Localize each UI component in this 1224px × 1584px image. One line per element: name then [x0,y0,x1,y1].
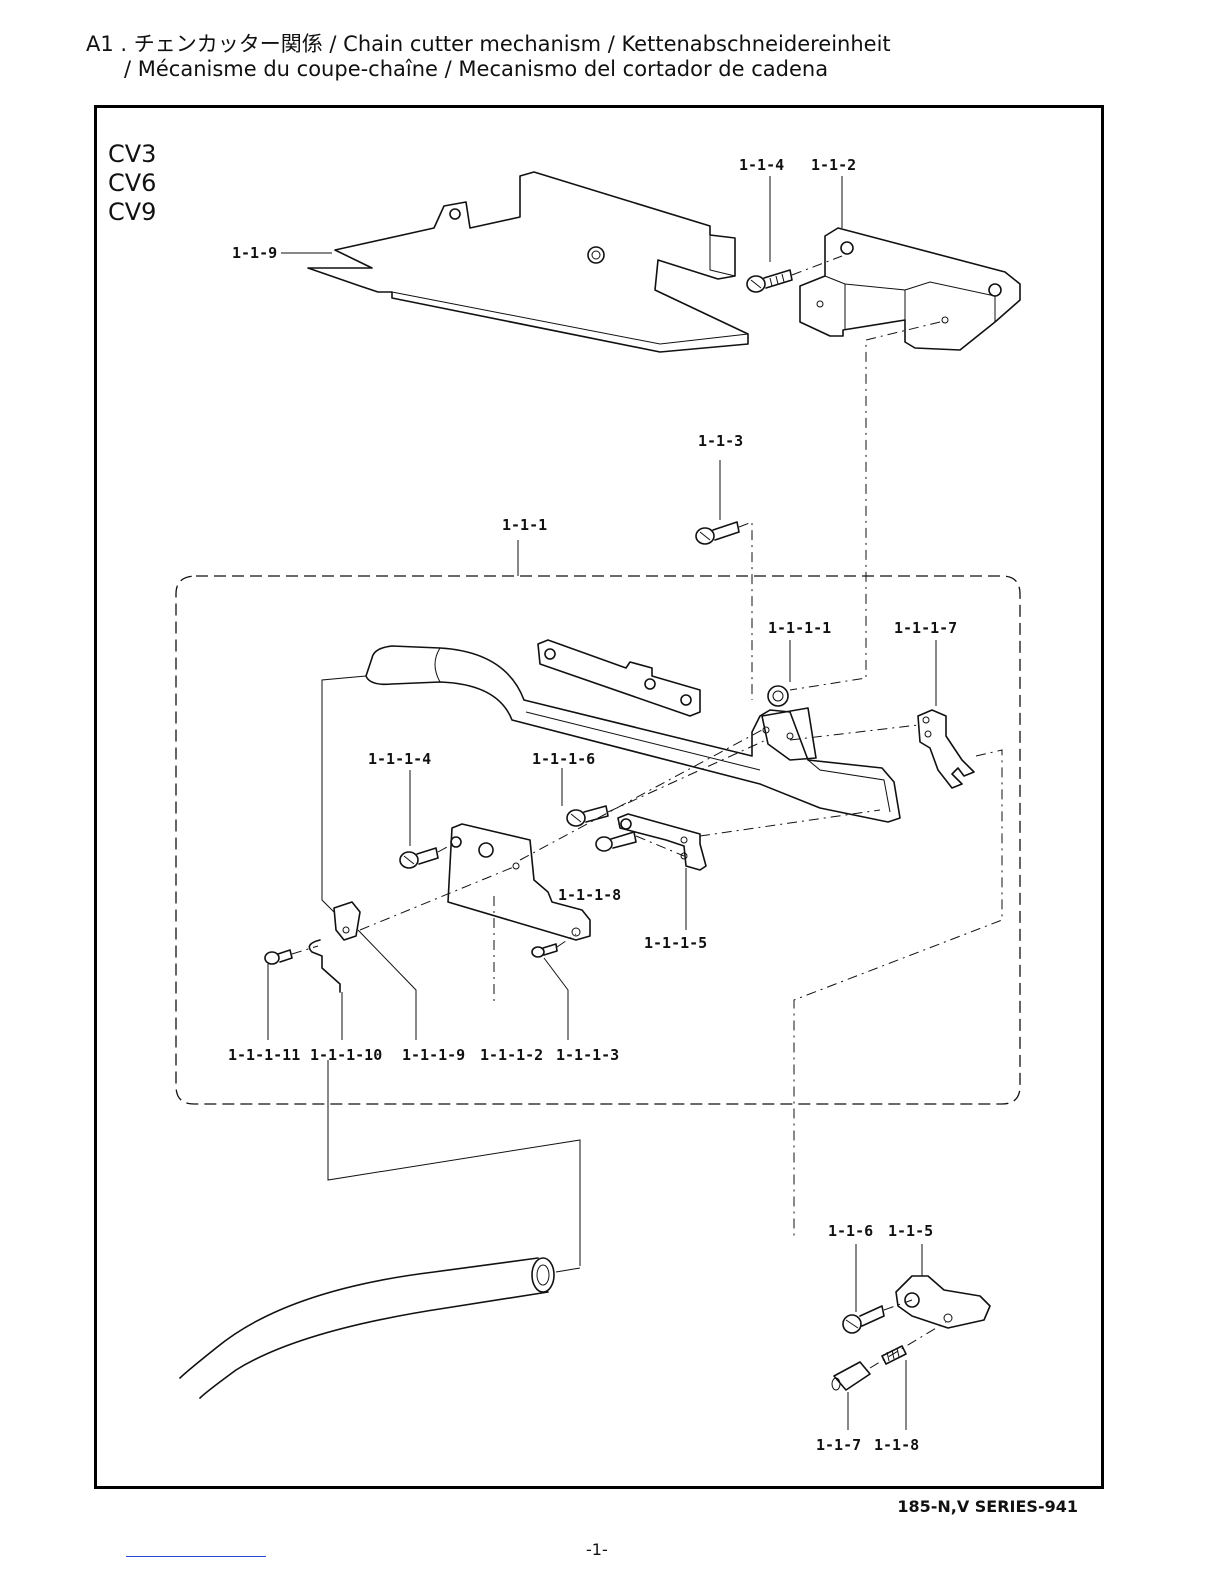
label-1-1-7: 1-1-7 [816,1436,861,1454]
model-cv3: CV3 [108,140,157,168]
page-subtitle: / Mécanisme du coupe-chaîne / Mecanismo … [124,57,829,81]
screw-1-1-6 [842,1305,885,1334]
label-1-1-9: 1-1-9 [232,244,277,262]
label-1-1-1-6: 1-1-1-6 [532,750,595,768]
page-title: A1 . チェンカッター関係 / Chain cutter mechanism … [86,32,891,56]
label-1-1-1-5: 1-1-1-5 [644,934,707,952]
label-1-1-1-10: 1-1-1-10 [310,1046,382,1064]
screw-1-1-1-3 [531,943,558,958]
plate-1-1-1-2 [447,823,591,941]
link-underline[interactable] [126,1556,266,1557]
label-1-1-1-11: 1-1-1-11 [228,1046,300,1064]
label-1-1-1-2: 1-1-1-2 [480,1046,543,1064]
label-1-1-1-4: 1-1-1-4 [368,750,431,768]
label-1-1-1: 1-1-1 [502,516,547,534]
spring-1-1-1-10 [308,939,341,993]
model-cv9: CV9 [108,198,157,226]
pin-1-1-7 [831,1361,871,1391]
assembly-1-1-1-boundary [175,575,1021,1105]
label-1-1-4: 1-1-4 [739,156,784,174]
diagram-frame [94,105,1104,1489]
label-1-1-1-8: 1-1-1-8 [558,886,621,904]
label-1-1-3: 1-1-3 [698,432,743,450]
screw-1-1-1-11 [264,949,293,965]
label-1-1-1-7: 1-1-1-7 [894,619,957,637]
chain-cutter-arm [365,639,901,823]
screw-1-1-4 [746,269,793,293]
model-cv6: CV6 [108,169,157,197]
bracket-1-1-1-5 [617,813,707,871]
lever-1-1-5 [895,1275,991,1329]
label-1-1-8: 1-1-8 [874,1436,919,1454]
label-1-1-1-3: 1-1-1-3 [556,1046,619,1064]
screw-1-1-1-6 [566,805,609,827]
knife-1-1-1-9 [333,901,361,941]
plate-1-1-1-7 [917,709,975,789]
label-1-1-1-9: 1-1-1-9 [402,1046,465,1064]
cutter-block-part [799,227,1021,351]
screw-1-1-3 [695,521,740,545]
series-code: 185-N,V SERIES-941 [897,1497,1078,1516]
screw-1-1-1-8 [595,831,637,852]
label-1-1-6: 1-1-6 [828,1222,873,1240]
label-1-1-2: 1-1-2 [811,156,856,174]
label-1-1-1-1: 1-1-1-1 [768,619,831,637]
model-list: CV3 CV6 CV9 [108,140,156,227]
screw-1-1-1-4 [399,847,439,869]
tube-part [179,1257,581,1399]
label-1-1-5: 1-1-5 [888,1222,933,1240]
page-number: -1- [586,1540,608,1559]
cover-plate-part [307,171,749,353]
